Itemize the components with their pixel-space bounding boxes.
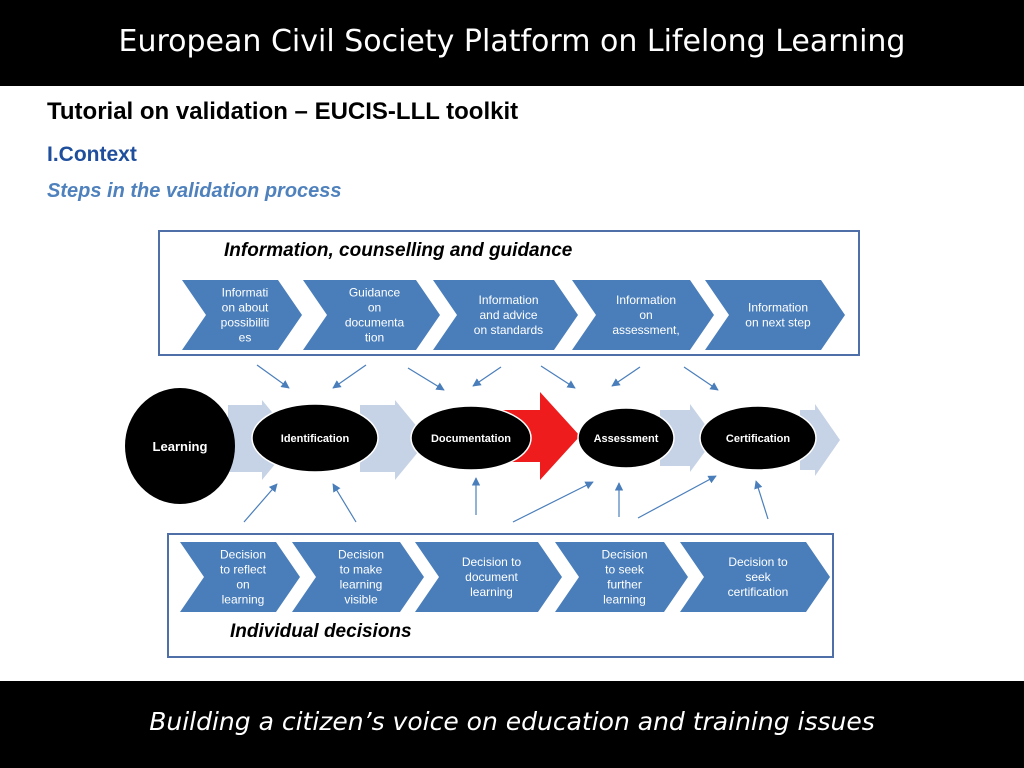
stage-label: Identification xyxy=(281,433,350,445)
info-chevron-label: on standards xyxy=(474,323,543,337)
decision-chevron-label: learning xyxy=(222,593,265,607)
info-chevron-1 xyxy=(182,280,302,350)
flow-arrow-4 xyxy=(660,404,715,472)
header-title: European Civil Society Platform on Lifel… xyxy=(118,24,906,59)
info-chevron-label: documenta xyxy=(345,316,405,330)
decision-chevron-label: learning xyxy=(603,593,646,607)
info-panel-title: Information, counselling and guidance xyxy=(224,240,573,261)
decision-chevron-1 xyxy=(180,542,300,612)
header-bar xyxy=(0,0,1024,86)
stage-label: Documentation xyxy=(431,433,511,445)
stage-ellipse-2 xyxy=(410,405,532,471)
steps-heading: Steps in the validation process xyxy=(47,180,342,202)
info-chevron-label: Information xyxy=(478,293,538,307)
decision-chevron-label: seek xyxy=(745,570,771,584)
info-chevron-label: on next step xyxy=(745,316,811,330)
decision-chevron-label: to make xyxy=(340,563,383,577)
decision-chevron-label: Decision xyxy=(220,548,266,562)
decision-chevron-label: to seek xyxy=(605,563,645,577)
decision-chevron-label: learning xyxy=(470,585,513,599)
decision-chevron-label: document xyxy=(465,570,518,584)
decision-chevron-label: visible xyxy=(344,593,378,607)
connector-arrow xyxy=(256,364,290,389)
connector-arrow xyxy=(611,366,641,387)
stage-ellipse-3 xyxy=(577,407,675,469)
connector-arrow xyxy=(512,481,594,523)
decision-chevron-3 xyxy=(415,542,562,612)
decision-chevron-label: further xyxy=(607,578,642,592)
info-chevron-label: Guidance xyxy=(349,286,401,300)
connector-arrow xyxy=(407,367,445,391)
stage-label: Assessment xyxy=(594,433,659,445)
info-chevron-label: on xyxy=(639,308,652,322)
info-chevron-label: on about xyxy=(222,301,269,315)
info-chevron-label: Information xyxy=(616,293,676,307)
info-chevron-2 xyxy=(303,280,440,350)
footer-tagline: Building a citizen’s voice on education … xyxy=(149,707,875,736)
info-chevron-5 xyxy=(705,280,845,350)
decision-chevron-label: learning xyxy=(340,578,383,592)
decision-chevron-4 xyxy=(555,542,688,612)
section-subtitle: I.Context xyxy=(47,143,137,166)
decision-chevron-label: Decision xyxy=(338,548,384,562)
flow-arrow-highlight xyxy=(500,392,580,480)
info-chevron-label: Informati xyxy=(222,286,269,300)
slide-title: Tutorial on validation – EUCIS-LLL toolk… xyxy=(47,98,519,125)
info-chevron-label: assessment, xyxy=(612,323,679,337)
info-chevron-4 xyxy=(572,280,714,350)
info-chevron-label: possibiliti xyxy=(221,316,270,330)
learning-label: Learning xyxy=(153,439,208,454)
info-chevron-label: tion xyxy=(365,331,384,345)
decision-chevron-label: certification xyxy=(728,585,789,599)
connector-arrow xyxy=(637,475,717,519)
info-chevron-3 xyxy=(433,280,578,350)
connector-arrow xyxy=(332,364,367,389)
footer-bar xyxy=(0,681,1024,768)
connector-arrow xyxy=(754,480,769,520)
stage-ellipse-1 xyxy=(251,403,379,473)
stage-label: Certification xyxy=(726,433,790,445)
decision-chevron-label: Decision to xyxy=(462,555,522,569)
decision-chevron-label: Decision to xyxy=(728,555,788,569)
connector-arrow xyxy=(683,366,719,391)
learning-ellipse xyxy=(125,388,235,504)
decision-chevron-5 xyxy=(680,542,830,612)
info-chevron-label: Information xyxy=(748,301,808,315)
connector-arrow xyxy=(472,366,502,387)
info-chevron-label: and advice xyxy=(479,308,537,322)
decision-chevron-2 xyxy=(292,542,424,612)
connector-arrow xyxy=(540,365,576,389)
decisions-panel-title: Individual decisions xyxy=(230,621,412,642)
decision-chevron-label: to reflect xyxy=(220,563,267,577)
connector-arrow xyxy=(332,483,357,523)
decision-chevron-label: Decision xyxy=(601,548,647,562)
flow-arrow-2 xyxy=(360,400,428,480)
flow-arrow-5 xyxy=(800,404,840,476)
decision-chevron-label: on xyxy=(236,578,249,592)
info-chevron-label: on xyxy=(368,301,381,315)
connector-arrow xyxy=(243,483,278,523)
stage-ellipse-4 xyxy=(699,405,817,471)
info-chevron-label: es xyxy=(239,331,252,345)
